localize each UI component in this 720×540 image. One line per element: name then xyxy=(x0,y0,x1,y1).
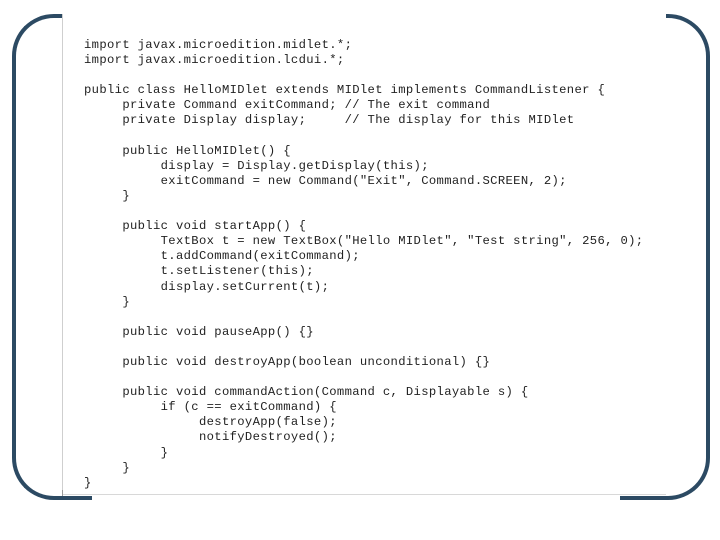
panel-tick-mark xyxy=(62,490,63,496)
code-line: TextBox t = new TextBox("Hello MIDlet", … xyxy=(84,234,644,249)
code-panel xyxy=(62,14,666,496)
code-line xyxy=(84,310,643,325)
code-line: import javax.microedition.lcdui.*; xyxy=(84,53,345,68)
code-line: t.setListener(this); xyxy=(84,264,314,279)
panel-divider xyxy=(62,494,666,495)
code-line: exitCommand = new Command("Exit", Comman… xyxy=(84,173,567,188)
code-line: } xyxy=(84,460,130,475)
code-listing: import javax.microedition.midlet.*;impor… xyxy=(84,38,643,491)
code-line: public void pauseApp() {} xyxy=(84,324,314,339)
code-line: } xyxy=(84,445,169,460)
code-line: public void commandAction(Command c, Dis… xyxy=(84,385,529,400)
code-line: destroyApp(false); xyxy=(84,415,337,430)
code-line: public void destroyApp(boolean unconditi… xyxy=(84,354,491,369)
code-line: } xyxy=(84,294,130,309)
code-line: private Command exitCommand; // The exit… xyxy=(84,98,491,113)
code-line: t.addCommand(exitCommand); xyxy=(84,249,360,264)
code-line: notifyDestroyed(); xyxy=(84,430,337,445)
code-line: display = Display.getDisplay(this); xyxy=(84,158,429,173)
code-line: public void startApp() { xyxy=(84,219,307,234)
code-line xyxy=(84,340,643,355)
code-line: } xyxy=(84,475,92,490)
code-line: import javax.microedition.midlet.*; xyxy=(84,38,353,52)
code-line: if (c == exitCommand) { xyxy=(84,400,337,415)
code-line: display.setCurrent(t); xyxy=(84,279,330,294)
code-line: public HelloMIDlet() { xyxy=(84,143,291,158)
code-line xyxy=(84,370,643,385)
code-line: public class HelloMIDlet extends MIDlet … xyxy=(84,83,606,98)
code-line xyxy=(84,204,643,219)
code-line xyxy=(84,68,643,83)
code-line: } xyxy=(84,188,130,203)
slide-frame-left xyxy=(12,14,92,500)
code-line: private Display display; // The display … xyxy=(84,113,575,128)
code-line xyxy=(84,129,643,144)
